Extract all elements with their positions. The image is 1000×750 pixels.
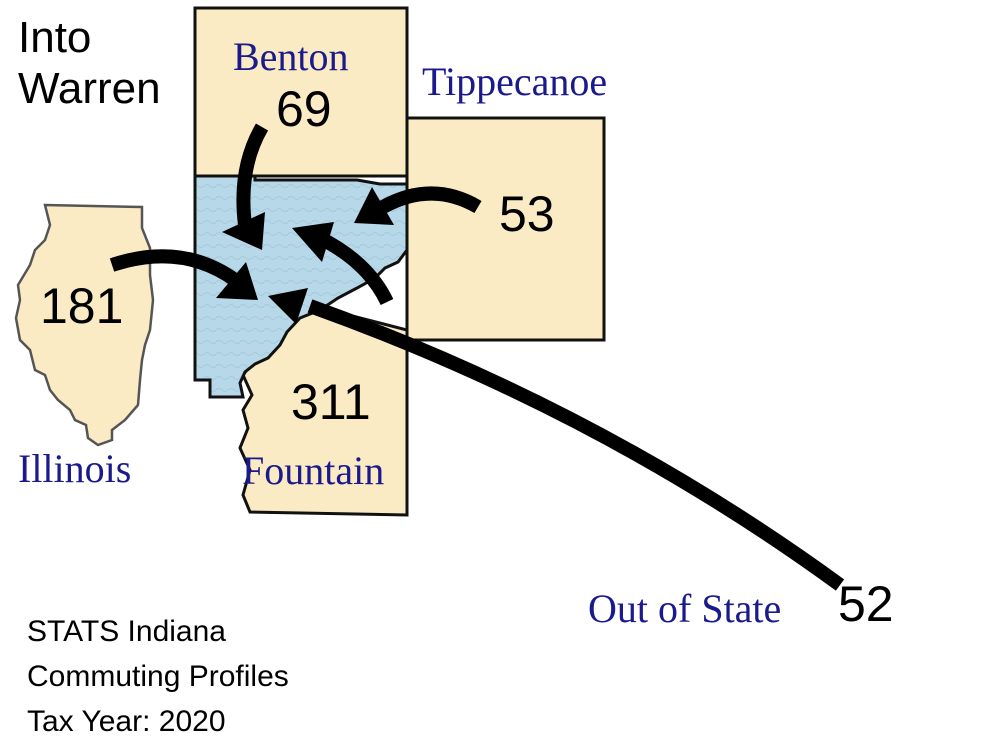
title-line-warren: Warren (18, 64, 161, 113)
flow-arrows (109, 123, 845, 591)
flow-arrow-out-of-state (307, 299, 845, 591)
illinois-count: 181 (40, 278, 123, 334)
footer-line-source: STATS Indiana (27, 615, 226, 648)
flow-arrow-fountain (316, 231, 394, 306)
tippecanoe-county-shape (405, 116, 606, 342)
flow-arrowhead-illinois (216, 262, 258, 300)
flow-arrow-tippecanoe (379, 186, 482, 214)
out-of-state-count: 52 (838, 576, 894, 632)
map-title: Into Warren (18, 13, 161, 113)
benton-count: 69 (276, 81, 332, 137)
out-of-state-label: Out of State (588, 586, 781, 631)
title-line-into: Into (18, 13, 91, 62)
flow-arrowhead-out-of-state (268, 288, 308, 324)
benton-label: Benton (233, 34, 349, 79)
flow-arrowhead-fountain (292, 222, 334, 262)
tippecanoe-label: Tippecanoe (422, 59, 607, 104)
benton-county-shape (193, 6, 409, 178)
tippecanoe-count: 53 (499, 186, 555, 242)
flow-arrowhead-benton (222, 212, 265, 250)
source-footer: STATS Indiana Commuting Profiles Tax Yea… (27, 615, 289, 738)
fountain-label: Fountain (242, 448, 384, 493)
footer-line-year: Tax Year: 2020 (27, 705, 226, 738)
flow-arrow-illinois (109, 249, 240, 286)
illinois-label: Illinois (18, 446, 131, 491)
flow-arrowhead-tippecanoe (354, 187, 394, 225)
flow-arrow-benton (236, 123, 269, 226)
footer-line-profile: Commuting Profiles (27, 660, 289, 693)
fountain-count: 311 (291, 374, 371, 430)
